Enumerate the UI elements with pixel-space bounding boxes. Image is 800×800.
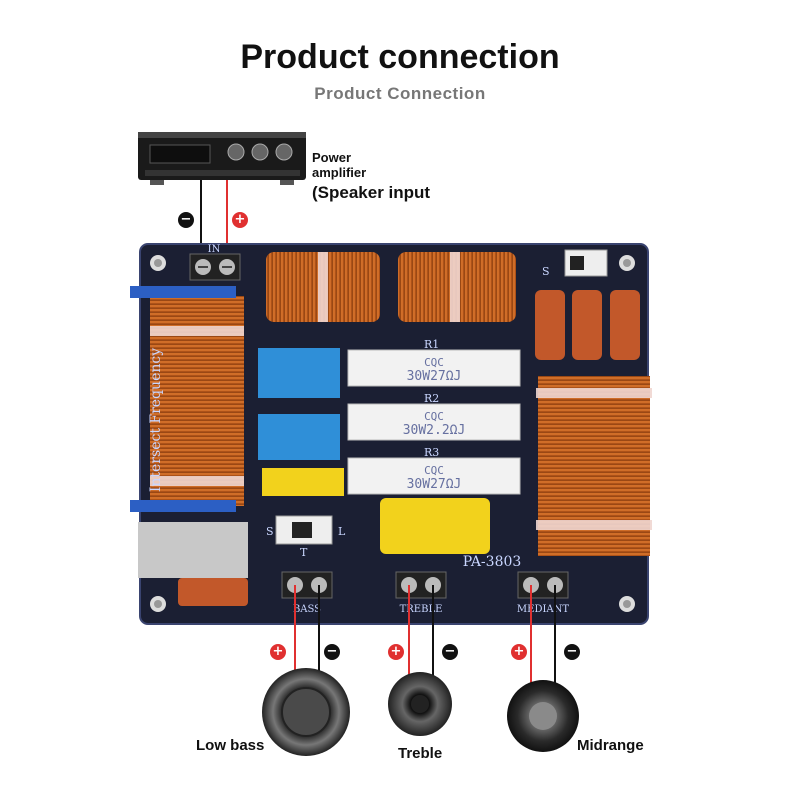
resistor-r1-value: 30W27ΩJ xyxy=(407,369,462,384)
input-terminal-label: IN xyxy=(208,244,221,255)
low-bass-label: Low bass xyxy=(196,737,265,754)
low-bass-speaker xyxy=(262,668,350,756)
resistor-r2-marking: CQC xyxy=(424,410,444,423)
midrange-speaker xyxy=(507,680,579,752)
mid-positive-marker: + xyxy=(511,644,527,660)
switch-label-s-top: S xyxy=(542,265,550,278)
switch-label-l: L xyxy=(338,525,346,538)
bass-terminal-label: BASS xyxy=(293,604,321,615)
mid-negative-marker: − xyxy=(564,644,580,660)
board-model: PA-3803 xyxy=(463,554,522,570)
treble-label: Treble xyxy=(398,745,443,762)
bass-positive-marker: + xyxy=(270,644,286,660)
resistor-r2-value: 30W2.2ΩJ xyxy=(403,423,466,438)
amp-negative-marker: − xyxy=(178,212,194,228)
resistor-r1-ref: R1 xyxy=(424,338,439,351)
resistor-r2-ref: R2 xyxy=(424,392,439,405)
bass-negative-marker: − xyxy=(324,644,340,660)
resistor-r3-marking: CQC xyxy=(424,464,444,477)
treble-terminal-label: TREBLE xyxy=(400,604,443,615)
resistor-r1-marking: CQC xyxy=(424,356,444,369)
page-title: Product connection xyxy=(240,38,560,76)
board-side-text: Intersect Frequency xyxy=(148,348,164,492)
resistor-r3-value: 30W27ΩJ xyxy=(407,477,462,492)
amp-label: Power amplifier xyxy=(312,150,366,180)
power-amplifier xyxy=(138,132,306,185)
treble-speaker xyxy=(388,672,452,736)
amp-positive-marker: + xyxy=(232,212,248,228)
amp-label-line2: amplifier xyxy=(312,165,367,180)
amp-label-line1: Power xyxy=(312,150,352,165)
treble-negative-marker: − xyxy=(442,644,458,660)
midrange-label: Midrange xyxy=(577,737,644,754)
crossover-board xyxy=(130,243,652,625)
treble-positive-marker: + xyxy=(388,644,404,660)
amp-label-line3: (Speaker input xyxy=(312,183,431,202)
switch-label-t: T xyxy=(300,546,308,559)
page-subtitle: Product Connection xyxy=(314,84,486,103)
switch-label-s: S xyxy=(266,525,274,538)
mediant-terminal-label: MEDIANT xyxy=(517,604,569,615)
resistor-r3-ref: R3 xyxy=(424,446,439,459)
